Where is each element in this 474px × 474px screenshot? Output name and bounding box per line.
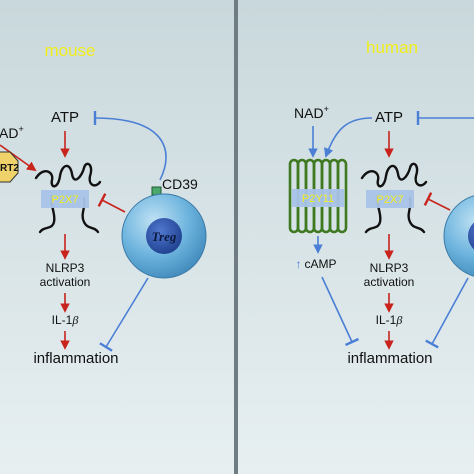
mouse-art2-enzyme-icon xyxy=(0,151,19,183)
mouse-nad-to-p2x7-arrow xyxy=(0,144,37,172)
human-p2x7-label: P2X7 xyxy=(377,194,404,206)
human-atp-to-p2y11-arrow xyxy=(324,117,373,158)
mouse-atp-label: ATP xyxy=(51,109,79,126)
mouse-treg-inhibits-inflammation-arrow xyxy=(99,277,149,352)
human-p2y11-box xyxy=(292,189,344,207)
human-p2y11-label: P2Y11 xyxy=(302,193,334,205)
mouse-il1b-label: IL-1β xyxy=(52,313,79,327)
human-treg-inhibits-inflammation-arrow xyxy=(425,277,469,349)
mouse-nad-label: AD+ xyxy=(0,124,24,141)
mouse-inflammation-label: inflammation xyxy=(33,350,118,367)
mouse-title: mouse xyxy=(44,41,95,60)
human-il1b-label: IL-1β xyxy=(376,313,403,327)
mouse-art2-label: RT2 xyxy=(0,163,19,174)
mouse-p2x7-label: P2X7 xyxy=(52,194,79,206)
human-treg-inhibits-p2x7-arrow xyxy=(423,192,451,211)
human-title: human xyxy=(366,38,418,57)
mouse-cd39-label: CD39 xyxy=(162,176,198,192)
mouse-treg-inhibits-p2x7-arrow xyxy=(97,193,126,213)
mouse-treg-nucleus xyxy=(146,218,182,254)
human-treg-nucleus xyxy=(468,222,474,250)
human-inflammation-label: inflammation xyxy=(347,350,432,367)
human-nlrp3-label: NLRP3 xyxy=(370,261,409,275)
human-atp-label: ATP xyxy=(375,109,403,126)
human-panel xyxy=(238,0,474,474)
mouse-treg-label: Treg xyxy=(152,229,177,244)
mouse-activation-label: activation xyxy=(40,275,91,289)
human-activation-label: activation xyxy=(364,275,415,289)
human-p2x7-box xyxy=(366,190,414,208)
panel-divider xyxy=(234,0,238,474)
mouse-p2x7-box xyxy=(41,190,89,208)
mouse-nlrp3-label: NLRP3 xyxy=(46,261,85,275)
human-camp-inhibits-inflammation-arrow xyxy=(321,276,360,347)
human-camp-label: ↑cAMP xyxy=(295,257,336,271)
human-nad-label: NAD+ xyxy=(294,104,329,121)
human-treg-cell xyxy=(443,195,474,277)
mouse-cd39-inhibits-atp-arrow xyxy=(93,110,167,181)
